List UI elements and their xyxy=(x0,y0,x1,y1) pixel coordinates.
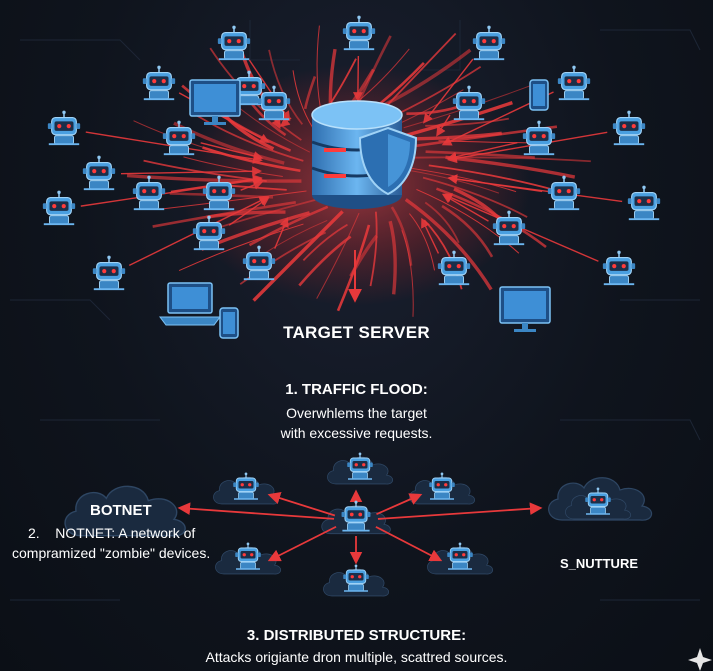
attack-streak xyxy=(196,115,304,162)
attack-streak xyxy=(445,155,576,179)
attack-streak xyxy=(206,210,286,219)
attack-streak xyxy=(401,230,414,317)
attack-streak xyxy=(302,223,348,262)
attack-streak xyxy=(183,156,283,177)
step1-line2: with excessive requests. xyxy=(280,425,433,441)
robot-icon xyxy=(81,155,117,191)
robot-icon xyxy=(626,185,662,221)
attack-streak xyxy=(424,201,460,244)
botnet-label: BOTNET xyxy=(90,502,152,519)
traffic-arrow xyxy=(120,166,262,177)
attack-streak xyxy=(417,131,502,141)
robot-icon xyxy=(141,65,177,101)
traffic-arrow xyxy=(447,174,623,203)
botnet-devices xyxy=(41,15,662,339)
step1-line1: Overwhlems the target xyxy=(286,405,427,421)
structure-label: S_NUTTURE xyxy=(560,556,639,571)
step1-title: 1. TRAFFIC FLOOD: xyxy=(285,381,428,398)
attack-streak xyxy=(410,156,591,163)
monitor-icon xyxy=(499,286,551,332)
robot-icon xyxy=(46,110,82,146)
traffic-arrow xyxy=(279,117,292,128)
attack-streak xyxy=(268,49,304,125)
circuit-line xyxy=(249,20,300,61)
traffic-arrow xyxy=(436,114,451,137)
robot-icon xyxy=(41,190,77,226)
attack-streak xyxy=(126,173,302,183)
tablet-icon xyxy=(219,307,239,339)
step2-line1: 2. NOTNET: A network of xyxy=(28,525,196,541)
traffic-arrow xyxy=(352,55,363,102)
attack-streak xyxy=(390,206,413,266)
attack-streak xyxy=(298,235,352,287)
attack-streak xyxy=(133,120,268,166)
robot-icon xyxy=(611,110,647,146)
robot-icon xyxy=(521,120,557,156)
network-arrow xyxy=(267,492,336,517)
robot-icon xyxy=(546,175,582,211)
attack-streak xyxy=(330,58,357,104)
attack-streak xyxy=(388,220,397,295)
laptop-icon xyxy=(159,282,221,326)
attack-streak xyxy=(178,223,304,272)
robot-icon xyxy=(471,25,507,61)
network-arrow xyxy=(377,502,543,520)
attack-streak xyxy=(422,176,528,218)
circuit-line xyxy=(600,29,701,51)
attack-streak xyxy=(412,167,517,193)
robot-icon xyxy=(556,65,592,101)
shield-icon xyxy=(358,126,418,196)
attack-streak xyxy=(159,190,307,210)
network-arrow xyxy=(375,526,443,562)
attack-streak xyxy=(252,210,344,302)
attack-streak xyxy=(369,211,378,287)
step3-body: Attacks origiante dron multiple, scattre… xyxy=(205,649,508,665)
attack-streak xyxy=(441,204,494,258)
traffic-arrow xyxy=(200,142,264,161)
attack-streak xyxy=(409,213,436,271)
sparkle-icon xyxy=(688,648,712,671)
traffic-arrow xyxy=(447,131,608,164)
attack-streak xyxy=(428,164,557,192)
network-arrow xyxy=(376,493,423,516)
robot-icon xyxy=(216,25,252,61)
network-arrow xyxy=(177,502,335,520)
target-server-label: TARGET SERVER xyxy=(283,323,430,342)
robot-icon xyxy=(601,250,637,286)
network-arrow xyxy=(267,525,337,562)
robot-icon xyxy=(131,175,167,211)
attack-streak xyxy=(349,234,379,278)
circuit-line xyxy=(560,419,701,441)
step2-line2: compramized "zombie" devices. xyxy=(12,545,211,561)
attack-streak xyxy=(316,212,360,299)
traffic-arrow xyxy=(446,141,518,162)
attack-streak xyxy=(404,198,493,291)
robot-icon xyxy=(91,255,127,291)
attack-streak xyxy=(425,117,509,127)
distributed-network xyxy=(177,452,632,597)
robot-icon xyxy=(341,15,377,51)
circuit-line xyxy=(10,299,111,321)
tablet-icon xyxy=(529,79,549,111)
monitor-icon xyxy=(189,79,241,125)
step3-title: 3. DISTRIBUTED STRUCTURE: xyxy=(246,627,467,644)
traffic-arrow xyxy=(274,217,289,249)
circuit-line xyxy=(20,39,141,61)
circuit-line xyxy=(420,20,461,71)
traffic-arrow xyxy=(421,217,440,254)
attack-streak xyxy=(303,76,317,110)
traffic-arrow xyxy=(423,58,474,124)
attack-streak xyxy=(382,48,472,107)
